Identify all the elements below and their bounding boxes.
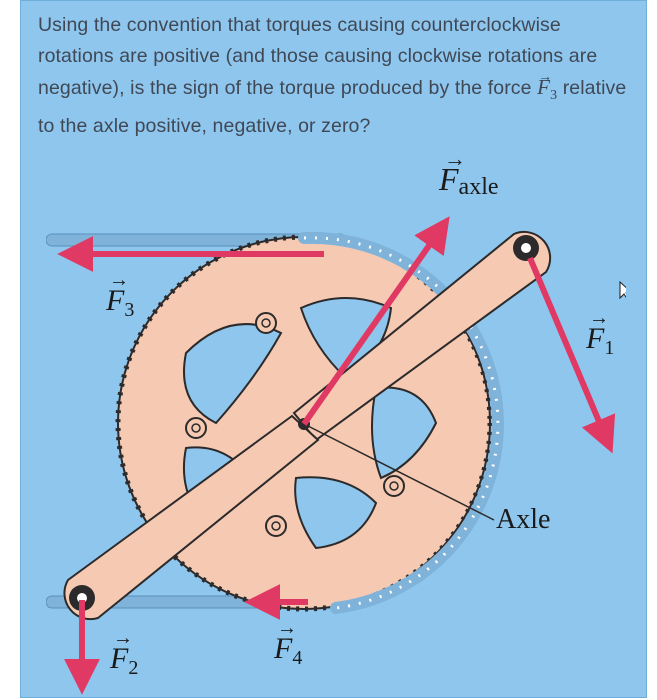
crank-diagram: Faxle → F3 → F1 → F2 → F4 → Axle: [46, 148, 626, 695]
axle-pointer-line: [307, 425, 495, 521]
force-faxle-arrow: [301, 216, 450, 426]
label-f3: F3: [105, 284, 134, 321]
force-f3-symbol: →F3: [537, 70, 557, 103]
vector-arrow-icon: →: [109, 269, 129, 291]
mouse-cursor-icon: [619, 280, 626, 300]
vector-arrow-icon: →: [538, 70, 553, 85]
question-text-after: relative to the axle positive, negative,…: [38, 77, 627, 138]
crank-arm-lower: [63, 414, 320, 621]
vector-arrow-icon: →: [277, 617, 297, 639]
question-text: Using the convention that torques causin…: [38, 10, 628, 142]
vector-arrow-icon: →: [444, 148, 466, 171]
label-f4: F4: [273, 632, 302, 669]
bicycle-crank-figure: Faxle → F3 → F1 → F2 → F4 → Axle: [46, 148, 626, 698]
question-text-before: Using the convention that torques causin…: [38, 14, 598, 99]
crank-arm-upper: [292, 231, 552, 442]
label-axle: Axle: [496, 504, 550, 535]
label-f2: F2: [109, 642, 138, 679]
force-f1-arrow: [527, 256, 616, 454]
vector-arrow-icon: →: [589, 307, 609, 329]
label-faxle: Faxle: [438, 161, 499, 200]
label-f1: F1: [585, 322, 614, 359]
vector-arrow-icon: →: [113, 627, 133, 649]
